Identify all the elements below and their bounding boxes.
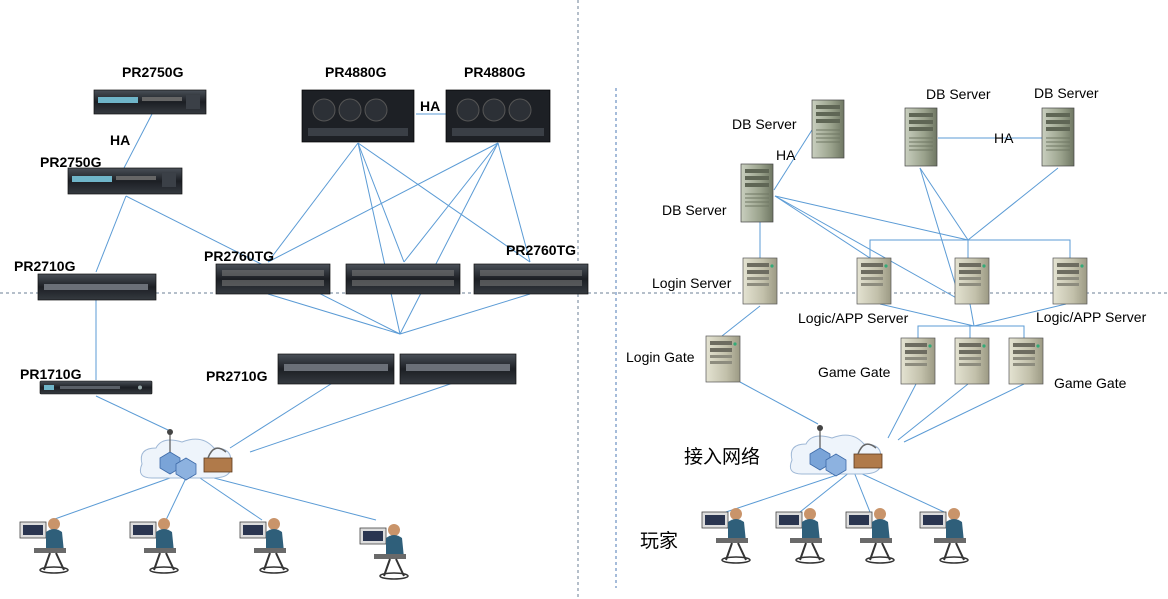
- right-network-cloud: [789, 424, 883, 477]
- logic-server-2-tower: [954, 257, 990, 305]
- db-server-2-tower: [740, 163, 774, 223]
- label-pr4880g-left: PR4880G: [325, 64, 387, 80]
- pr2710g-left-server: [37, 273, 157, 301]
- label-db-server-1: DB Server: [732, 116, 797, 132]
- logic-server-1-tower: [856, 257, 892, 305]
- label-players: 玩家: [640, 531, 679, 552]
- pr2760tg-server-2: [345, 263, 461, 295]
- left-user-4: [359, 523, 409, 580]
- login-gate-tower: [705, 335, 741, 383]
- label-pr1710g: PR1710G: [20, 366, 82, 382]
- pr4880g-right-server: [445, 89, 551, 143]
- db-server-4-tower: [1041, 107, 1075, 167]
- player-2: [775, 507, 825, 564]
- label-ha-vertical: HA: [110, 132, 131, 148]
- login-server-tower: [742, 257, 778, 305]
- label-db-server-4: DB Server: [1034, 85, 1099, 101]
- label-pr2710g-center: PR2710G: [206, 368, 268, 384]
- left-user-1: [19, 517, 69, 574]
- label-ha-1: HA: [776, 147, 796, 163]
- pr2710g-center-server-2: [399, 353, 517, 385]
- pr2760tg-server-3: [473, 263, 589, 295]
- pr2760tg-server-1: [215, 263, 331, 295]
- label-ha-2: HA: [994, 130, 1014, 146]
- left-user-3: [239, 517, 289, 574]
- game-gate-2-tower: [954, 337, 990, 385]
- player-1: [701, 507, 751, 564]
- left-links: [51, 113, 531, 521]
- label-pr2750g-bottom: PR2750G: [40, 154, 102, 170]
- player-4: [919, 507, 969, 564]
- player-3: [845, 507, 895, 564]
- label-game-gate-2: Game Gate: [1054, 375, 1127, 391]
- game-gate-1-tower: [900, 337, 936, 385]
- pr2750g-bottom-server: [67, 167, 183, 195]
- left-user-2: [129, 517, 179, 574]
- label-login-server: Login Server: [652, 275, 732, 291]
- label-pr4880g-right: PR4880G: [464, 64, 526, 80]
- pr1710g-server: [39, 380, 153, 395]
- label-logic-app-server-2: Logic/APP Server: [1036, 309, 1147, 325]
- pr4880g-left-server: [301, 89, 415, 143]
- db-server-3-tower: [904, 107, 938, 167]
- label-access-network: 接入网络: [684, 447, 761, 468]
- pr2750g-top-server: [93, 89, 207, 115]
- label-db-server-3: DB Server: [926, 86, 991, 102]
- logic-server-3-tower: [1052, 257, 1088, 305]
- label-db-server-2: DB Server: [662, 202, 727, 218]
- label-game-gate-1: Game Gate: [818, 364, 891, 380]
- right-links: [721, 129, 1071, 513]
- game-gate-3-tower: [1008, 337, 1044, 385]
- label-pr2760tg-right: PR2760TG: [506, 242, 577, 258]
- label-login-gate: Login Gate: [626, 349, 695, 365]
- db-server-1-tower: [811, 99, 845, 159]
- label-logic-app-server-1: Logic/APP Server: [798, 310, 909, 326]
- pr2710g-center-server-1: [277, 353, 395, 385]
- label-pr2750g-top: PR2750G: [122, 64, 184, 80]
- label-pr2710g-left: PR2710G: [14, 258, 76, 274]
- left-network-cloud: [139, 428, 233, 481]
- label-ha-horizontal: HA: [420, 98, 441, 114]
- label-pr2760tg-left: PR2760TG: [204, 248, 275, 264]
